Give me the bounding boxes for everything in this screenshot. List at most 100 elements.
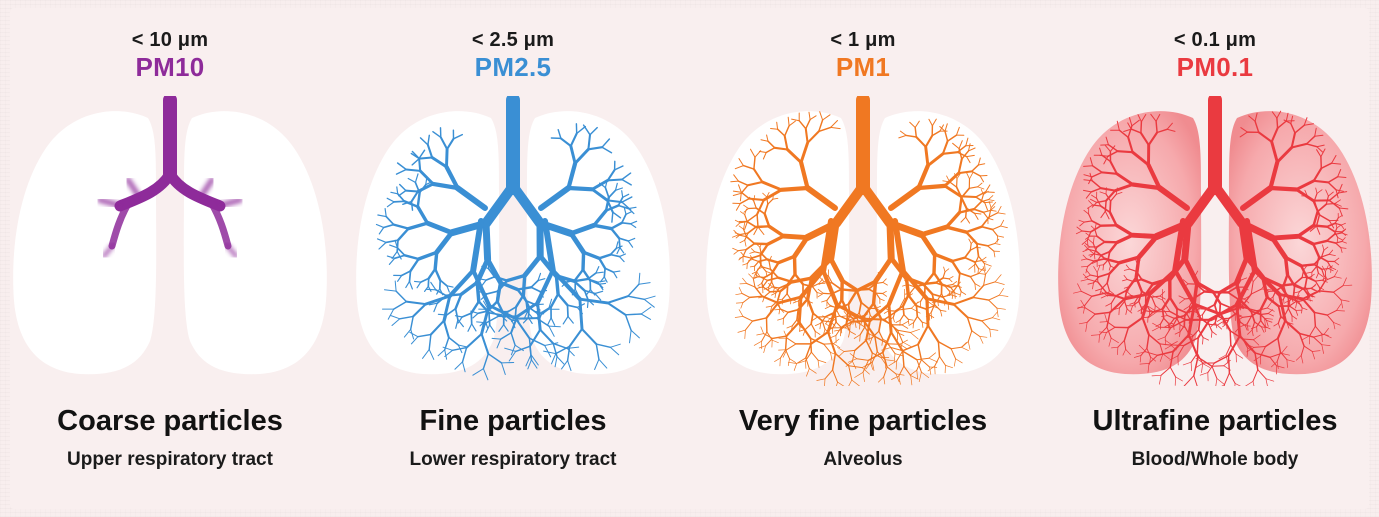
bronchus-branch bbox=[863, 372, 865, 381]
bronchus-branch bbox=[868, 352, 882, 360]
bronchus-branch bbox=[849, 291, 857, 305]
size-label: < 0.1 μm bbox=[1045, 29, 1379, 52]
bronchus-branch bbox=[1337, 311, 1345, 312]
bronchus-branch bbox=[619, 238, 620, 247]
bronchus-branch bbox=[885, 360, 894, 361]
bronchus-branch bbox=[626, 314, 642, 315]
bronchus-branch bbox=[412, 202, 413, 211]
bronchus-branch bbox=[1322, 269, 1329, 270]
bronchus-branch bbox=[1229, 356, 1230, 373]
panel-pm0-1: < 0.1 μm PM0.1 Ultrafine particles Blood… bbox=[1045, 0, 1379, 517]
bronchus-branch bbox=[501, 333, 511, 339]
bronchus-branch bbox=[1159, 375, 1161, 384]
bronchus-branch bbox=[1133, 235, 1157, 236]
bronchus-branch bbox=[1253, 381, 1255, 386]
bronchus-branch bbox=[784, 236, 807, 238]
bronchus-branch bbox=[1294, 286, 1295, 295]
bronchus-branch bbox=[931, 313, 932, 319]
bronchus-branch bbox=[749, 199, 764, 200]
bronchus-branch bbox=[1117, 347, 1118, 354]
bronchus-branch bbox=[860, 324, 865, 327]
bronchus-branch bbox=[419, 158, 432, 159]
bronchus-branch bbox=[516, 319, 530, 339]
bronchus-branch bbox=[1184, 376, 1194, 386]
bronchus-branch bbox=[1163, 309, 1164, 318]
bronchus-branch bbox=[1271, 188, 1297, 190]
bronchus-branch bbox=[927, 299, 928, 326]
bronchus-branch bbox=[569, 188, 593, 189]
bronchus-branch bbox=[797, 310, 798, 320]
bronchus-branch bbox=[884, 377, 885, 384]
bronchus-branch bbox=[923, 283, 936, 284]
bronchus-branch bbox=[1236, 354, 1243, 358]
bronchus-branch bbox=[1220, 303, 1221, 313]
bronchus-branch bbox=[847, 380, 852, 386]
bronchus-branch bbox=[849, 366, 852, 380]
bronchus-branch bbox=[406, 170, 420, 171]
bronchus-branch bbox=[907, 278, 909, 295]
bronchus-branch bbox=[860, 327, 865, 335]
bronchus-branch bbox=[731, 181, 739, 182]
bronchus-branch bbox=[736, 303, 743, 304]
bronchus-branch bbox=[1212, 366, 1217, 378]
bronchus-branch bbox=[1176, 377, 1183, 381]
bronchus-branch bbox=[1203, 338, 1204, 345]
bronchus-branch bbox=[1266, 379, 1274, 382]
bronchus-branch bbox=[899, 376, 901, 384]
bronchus-branch bbox=[1229, 373, 1235, 383]
bronchus-branch bbox=[852, 321, 870, 322]
bronchus-branch bbox=[1110, 201, 1111, 212]
bronchus-branch bbox=[531, 360, 537, 368]
bronchus-branch bbox=[1200, 373, 1208, 376]
bronchus-branch bbox=[817, 379, 825, 381]
bronchus-branch bbox=[497, 339, 501, 348]
bronchus-branch bbox=[824, 379, 825, 386]
lungs-very-fine-icon bbox=[693, 96, 1033, 386]
bronchus-branch bbox=[825, 370, 833, 379]
bronchus-branch bbox=[504, 325, 508, 331]
bronchus-branch bbox=[896, 361, 897, 369]
bronchus-branch bbox=[975, 213, 981, 214]
bronchus-branch bbox=[835, 382, 837, 386]
bronchus-branch bbox=[755, 244, 768, 245]
bronchus-branch bbox=[502, 363, 506, 375]
bronchus-branch bbox=[1224, 373, 1229, 385]
bronchus-branch bbox=[934, 254, 935, 273]
bronchus-branch bbox=[850, 331, 856, 334]
bronchus-branch bbox=[1081, 266, 1087, 267]
size-label: < 10 μm bbox=[0, 29, 340, 52]
bronchus-branch bbox=[1141, 308, 1142, 314]
lungs-ultrafine-icon bbox=[1045, 96, 1379, 386]
bronchus-branch bbox=[1141, 122, 1142, 133]
bronchus-branch bbox=[410, 271, 411, 281]
bronchus-branch bbox=[771, 129, 778, 130]
bronchus-branch bbox=[855, 340, 866, 350]
bronchus-branch bbox=[1281, 284, 1295, 286]
panel-pm2-5: < 2.5 μm PM2.5 Fine particles Lower resp… bbox=[343, 0, 683, 517]
pm-label: PM2.5 bbox=[343, 52, 683, 83]
bronchus-branch bbox=[1183, 362, 1191, 365]
bronchus-branch bbox=[489, 313, 490, 325]
bronchus-branch bbox=[758, 277, 764, 278]
pm-label: PM10 bbox=[0, 52, 340, 83]
bronchus-branch bbox=[516, 318, 537, 319]
bronchus-branch bbox=[1203, 338, 1209, 341]
bronchus-branch bbox=[473, 369, 484, 376]
bronchus-branch bbox=[1224, 385, 1227, 386]
panel-subtitle: Alveolus bbox=[693, 449, 1033, 471]
bronchus-branch bbox=[1217, 319, 1222, 322]
bronchus-branch bbox=[1277, 118, 1278, 128]
bronchus-branch bbox=[852, 380, 861, 386]
bronchus-branch bbox=[1194, 376, 1198, 386]
bronchus-branch bbox=[415, 281, 421, 282]
bronchus-branch bbox=[604, 268, 605, 277]
bronchus-branch bbox=[854, 335, 860, 339]
bronchus-branch bbox=[838, 382, 846, 386]
bronchus-branch bbox=[583, 252, 584, 269]
bronchus-branch bbox=[911, 376, 918, 380]
bronchus-branch bbox=[1205, 292, 1220, 293]
bronchus-branch bbox=[903, 306, 904, 315]
pm-label: PM1 bbox=[693, 52, 1033, 83]
bronchus-branch bbox=[787, 284, 788, 293]
bronchus-branch bbox=[757, 214, 758, 227]
